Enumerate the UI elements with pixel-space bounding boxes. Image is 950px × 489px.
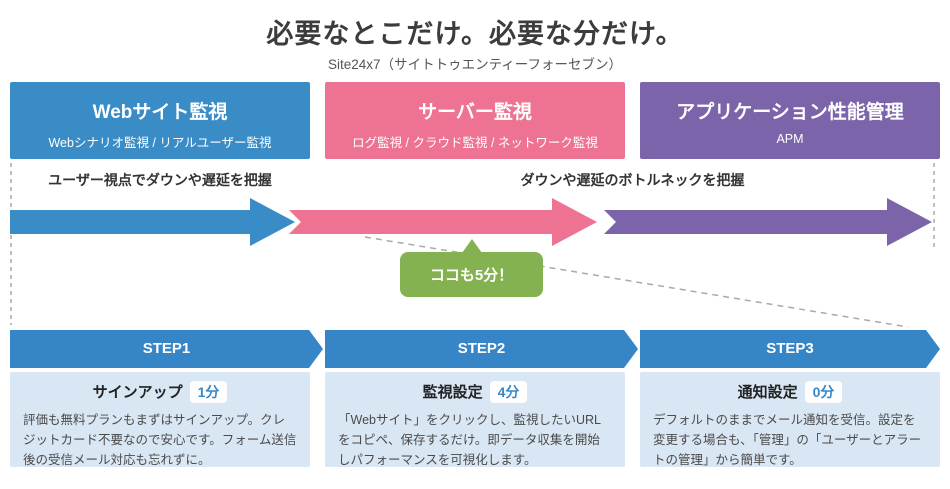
product-subtypes: APM (776, 132, 804, 146)
step3-duration-badge: 0分 (804, 381, 843, 403)
step2-heading: 監視設定 4分 (325, 381, 625, 403)
callout-text: ココも5分！ (429, 267, 514, 284)
page-title: 必要なとこだけ。必要な分だけ。 (266, 19, 684, 49)
step3-heading: 通知設定 0分 (640, 381, 940, 403)
server-monitoring-arrow (289, 198, 597, 246)
step1-duration-badge: 1分 (189, 381, 228, 403)
product-name: アプリケーション性能管理 (676, 102, 904, 123)
step3-card: 通知設定 0分 デフォルトのままでメール通知を受信。設定を変更する場合も、「管理」… (640, 372, 940, 467)
step2-card: 監視設定 4分 「Webサイト」をクリックし、監視したいURLをコピペ、保存するだ… (325, 372, 625, 467)
step2-description: 「Webサイト」をクリックし、監視したいURLをコピペ、保存するだけ。即データ収… (338, 413, 601, 467)
product-card-apm: アプリケーション性能管理 APM (640, 82, 940, 159)
page-subtitle: Site24x7（サイトトゥエンティーフォーセブン） (328, 57, 622, 72)
step3-description: デフォルトのままでメール通知を受信。設定を変更する場合も、「管理」の「ユーザーと… (653, 413, 922, 467)
product-subtypes: Webシナリオ監視 / リアルユーザー監視 (48, 136, 272, 150)
step2-banner: STEP2 (325, 330, 638, 368)
apm-arrow (604, 198, 932, 246)
flow-label-user-view: ユーザー視点でダウンや遅延を把握 (48, 172, 272, 188)
flow-label-bottleneck: ダウンや遅延のボトルネックを把握 (520, 172, 745, 188)
step3-banner: STEP3 (640, 330, 940, 368)
step1-title: サインアップ (92, 384, 183, 401)
product-name: サーバー監視 (418, 102, 532, 123)
product-name: Webサイト監視 (92, 102, 228, 123)
step1-card: サインアップ 1分 評価も無料プランもまずはサインアップ。クレジットカード不要なの… (10, 372, 310, 467)
step1-heading: サインアップ 1分 (10, 381, 310, 403)
callout-bubble: ココも5分！ (400, 239, 543, 297)
product-row: Webサイト監視 Webシナリオ監視 / リアルユーザー監視 サーバー監視 ログ… (10, 82, 940, 159)
product-card-server-monitoring: サーバー監視 ログ監視 / クラウド監視 / ネットワーク監視 (325, 82, 625, 159)
flow-arrows-graphic (10, 163, 935, 328)
product-subtypes: ログ監視 / クラウド監視 / ネットワーク監視 (352, 136, 598, 150)
web-monitoring-arrow (10, 198, 295, 246)
step1-banner: STEP1 (10, 330, 323, 368)
step2-title: 監視設定 (422, 384, 483, 401)
step1-description: 評価も無料プランもまずはサインアップ。クレジットカード不要なので安心です。フォー… (23, 413, 297, 467)
step3-title: 通知設定 (737, 384, 798, 401)
product-card-web-monitoring: Webサイト監視 Webシナリオ監視 / リアルユーザー監視 (10, 82, 310, 159)
step2-duration-badge: 4分 (489, 381, 528, 403)
